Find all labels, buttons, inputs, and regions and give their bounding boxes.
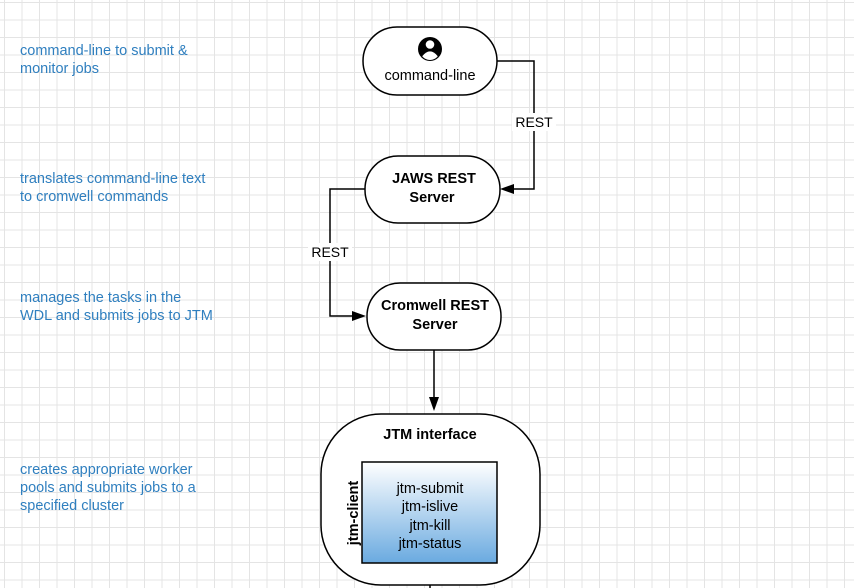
- edge-cromwell-to-jtm: [429, 350, 439, 411]
- jtm-client-box: [361, 461, 498, 564]
- command-line-node[interactable]: command-line: [362, 26, 498, 96]
- edge-label-rest-1: REST: [515, 114, 553, 130]
- jtm-interface-title: JTM interface: [383, 427, 476, 443]
- jtm-command-submit: jtm-submit: [396, 481, 464, 497]
- command-line-label: command-line: [384, 68, 475, 84]
- jaws-rest-server-node[interactable]: JAWS REST Server: [364, 155, 501, 224]
- annotation-jaws-server: translates command-line text to cromwell…: [20, 171, 206, 205]
- arrowhead: [352, 311, 366, 321]
- jtm-command-status: jtm-status: [398, 536, 462, 552]
- arrowhead: [429, 397, 439, 411]
- jaws-server-label-line2: Server: [409, 190, 455, 206]
- edge-label-rest-2: REST: [311, 244, 349, 260]
- user-icon: [418, 37, 442, 61]
- annotation-cromwell-server: manages the tasks in the WDL and submits…: [20, 290, 213, 324]
- cromwell-rest-server-node[interactable]: Cromwell REST Server: [366, 282, 502, 351]
- jtm-client-label: jtm-client: [346, 481, 362, 547]
- jtm-command-islive: jtm-islive: [401, 499, 458, 515]
- cromwell-server-label-line2: Server: [412, 317, 458, 333]
- edge-command-line-to-jaws: REST: [497, 60, 556, 194]
- arrowhead: [500, 184, 514, 194]
- edge-jaws-to-cromwell: REST: [308, 188, 366, 321]
- jaws-server-label-line1: JAWS REST: [392, 171, 476, 187]
- jtm-command-kill: jtm-kill: [408, 518, 450, 534]
- cromwell-server-label-line1: Cromwell REST: [381, 298, 489, 314]
- annotation-command-line: command-line to submit & monitor jobs: [20, 43, 188, 77]
- jtm-interface-node[interactable]: JTM interface jtm-client jtm-submit jtm-…: [320, 413, 541, 586]
- annotation-jtm-interface: creates appropriate worker pools and sub…: [20, 462, 196, 514]
